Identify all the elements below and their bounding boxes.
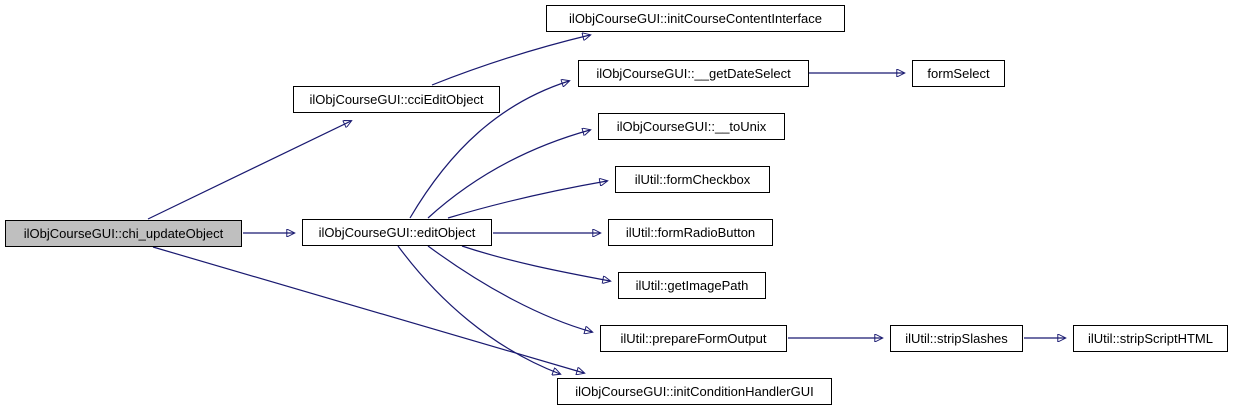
node-initConditionHandlerGUI[interactable]: ilObjCourseGUI::initConditionHandlerGUI [557, 378, 832, 405]
edge-chi_updateObject-initConditionHandlerGUI [152, 246, 584, 373]
node-formSelect[interactable]: formSelect [912, 60, 1005, 87]
node-prepareFormOutput[interactable]: ilUtil::prepareFormOutput [600, 325, 787, 352]
node-getImagePath[interactable]: ilUtil::getImagePath [618, 272, 766, 299]
edge-editObject-toUnix [427, 130, 590, 219]
node-getDateSelect[interactable]: ilObjCourseGUI::__getDateSelect [578, 60, 809, 87]
node-toUnix[interactable]: ilObjCourseGUI::__toUnix [598, 113, 785, 140]
edge-editObject-prepareFormOutput [427, 245, 592, 332]
node-chi_updateObject: ilObjCourseGUI::chi_updateObject [5, 220, 242, 247]
node-stripSlashes[interactable]: ilUtil::stripSlashes [890, 325, 1023, 352]
edge-chi_updateObject-cciEditObject [147, 121, 351, 220]
node-formRadioButton[interactable]: ilUtil::formRadioButton [608, 219, 773, 246]
edge-cciEditObject-initCourseContentInterface [431, 35, 590, 86]
node-stripScriptHTML[interactable]: ilUtil::stripScriptHTML [1073, 325, 1228, 352]
edge-editObject-formCheckbox [447, 181, 607, 219]
node-cciEditObject[interactable]: ilObjCourseGUI::cciEditObject [293, 86, 500, 113]
node-formCheckbox[interactable]: ilUtil::formCheckbox [615, 166, 770, 193]
edge-editObject-initConditionHandlerGUI [397, 245, 560, 374]
node-initCourseContentInterface[interactable]: ilObjCourseGUI::initCourseContentInterfa… [546, 5, 845, 32]
node-editObject[interactable]: ilObjCourseGUI::editObject [302, 219, 492, 246]
edge-editObject-getImagePath [461, 245, 610, 281]
